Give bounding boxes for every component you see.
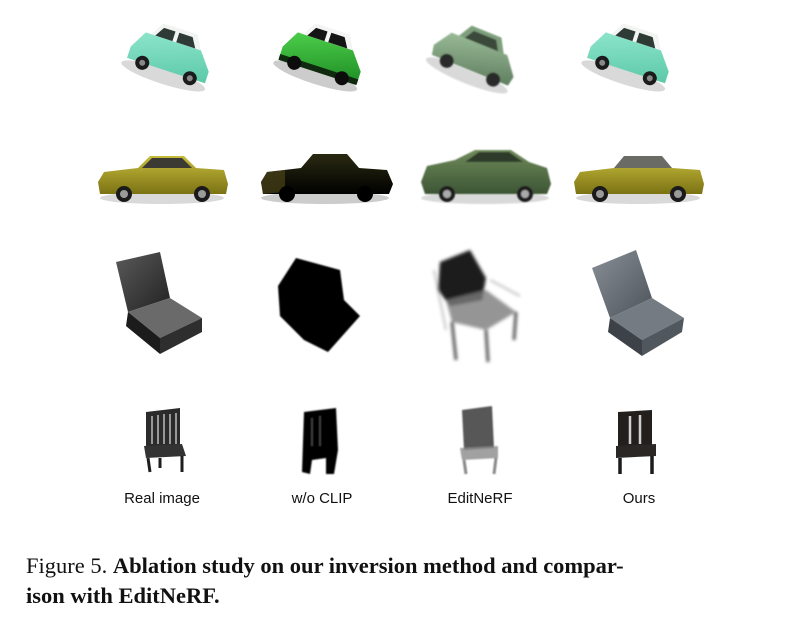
black-blob-chair-icon — [302, 408, 338, 474]
faded-chair-icon — [460, 406, 498, 475]
olive-muscle-car-icon — [98, 156, 228, 204]
olive-muscle-car-icon — [574, 156, 704, 204]
column-label-editnerf: EditNeRF — [447, 490, 513, 507]
gray-chair-icon — [592, 250, 684, 356]
noisy-chair-icon — [433, 250, 521, 363]
column-label-ours: Ours — [622, 490, 656, 507]
black-blob-chair-icon — [278, 258, 360, 352]
column-label-real-image: Real image — [124, 490, 200, 507]
black-muscle-car-icon — [261, 154, 393, 204]
figure-label: Figure 5. — [26, 553, 108, 578]
image-grid — [98, 23, 704, 475]
green-blurred-car-icon — [425, 25, 514, 94]
teal-mini-car-icon — [581, 23, 669, 92]
teal-mini-car-icon — [121, 23, 209, 92]
figure-caption: Figure 5. Ablation study on our inversio… — [26, 551, 766, 611]
gray-chair-icon — [116, 252, 202, 354]
caption-text-line1: Ablation study on our inversion method a… — [112, 553, 624, 578]
column-labels: Real image w/o CLIP EditNeRF Ours — [0, 490, 788, 512]
green-sedan-car-icon — [421, 150, 551, 204]
spindle-chair-icon — [616, 410, 656, 474]
green-mini-car-icon — [273, 23, 361, 92]
spindle-chair-icon — [144, 408, 186, 473]
column-label-wo-clip: w/o CLIP — [291, 490, 353, 507]
caption-text-line2: ison with EditNeRF. — [26, 583, 220, 608]
